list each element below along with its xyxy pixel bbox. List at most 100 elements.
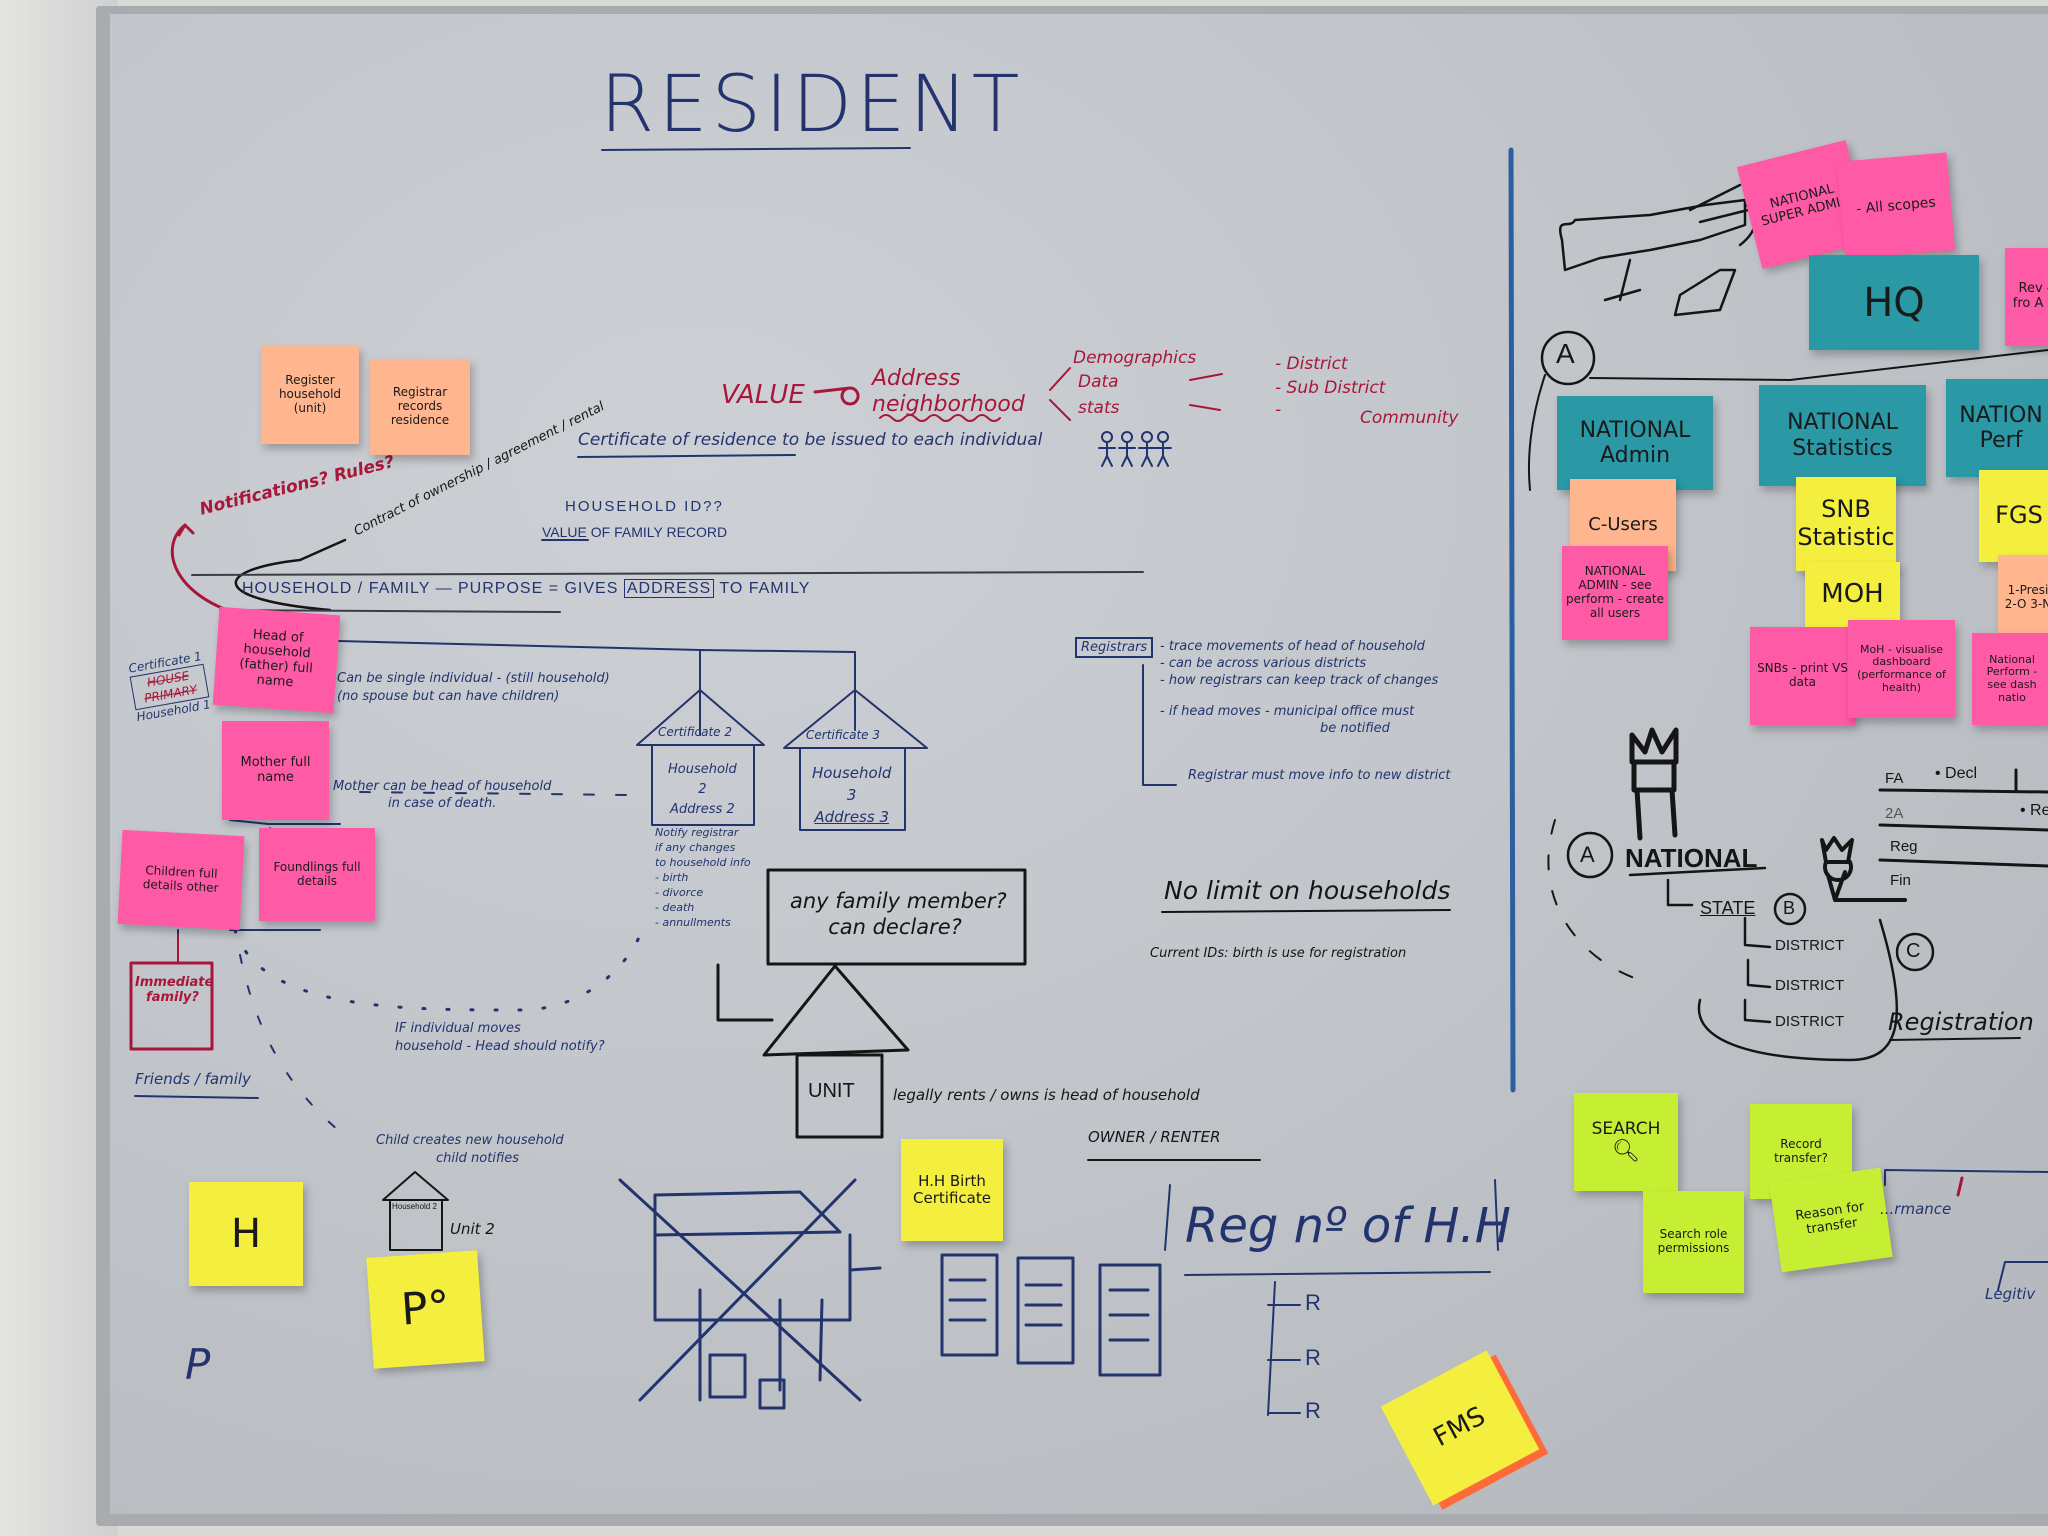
- sticky-h: H: [189, 1182, 303, 1286]
- note-line: Notify registrar: [655, 826, 739, 839]
- dashed-line: [359, 791, 631, 796]
- note-line: IF individual moves: [395, 1021, 521, 1036]
- value-label: VALUE: [721, 380, 805, 410]
- no-limit-underline: [1161, 909, 1451, 913]
- legitiv-text: Legitiv: [1985, 1285, 2036, 1303]
- note-line: - annullments: [655, 916, 731, 929]
- arrow-to-unit: [716, 963, 774, 1022]
- state-tree: [1666, 878, 1772, 1024]
- mother-head-note: Mother can be head of household in case …: [333, 778, 551, 812]
- reg-hh-label: Reg nº of H.H: [1185, 1198, 1511, 1254]
- national-label: NATIONAL: [1625, 843, 1758, 873]
- registrars-bracket: [1142, 664, 1177, 786]
- household-family-heading: HOUSEHOLD / FAMILY — PURPOSE = GIVES ADD…: [242, 579, 811, 598]
- unit-note: legally rents / owns is head of househol…: [893, 1086, 1200, 1104]
- circle-b: [1773, 892, 1807, 926]
- registrars-notes: - trace movements of head of household -…: [1160, 638, 1451, 784]
- national-underline: [1628, 866, 1767, 877]
- sticky-fgs: FGS: [1979, 470, 2048, 562]
- note-line: Child creates new household: [376, 1133, 564, 1148]
- small-house-unit: Unit 2: [450, 1220, 495, 1238]
- question-box: [766, 868, 1027, 966]
- registration-loop: [1697, 918, 1899, 1062]
- house-icon: [783, 689, 928, 831]
- document-icons: [940, 1253, 1162, 1377]
- unit-box: [795, 1053, 884, 1139]
- district-1: DISTRICT: [1775, 937, 1845, 954]
- note-line: Mother can be head of household: [333, 779, 552, 794]
- red-mark: [1956, 1176, 1964, 1197]
- single-individual-note: Can be single individual - (still househ…: [337, 670, 610, 706]
- house-3-cert: Certificate 3: [806, 728, 880, 742]
- table-fin: Fin: [1890, 872, 1911, 889]
- sticky-national-perf: NATION Perf: [1946, 379, 2048, 477]
- certificate-underline: [577, 454, 796, 458]
- house-2-content: Household 2 Address 2: [668, 760, 737, 820]
- note-line: (no spouse but can have children): [337, 689, 560, 704]
- registration-label: Registration: [1888, 1008, 2034, 1036]
- person-crown-icon: [1820, 836, 1907, 902]
- value-connector: [813, 386, 860, 406]
- house-number: 3: [846, 786, 857, 804]
- certificate-note: Certificate of residence to be issued to…: [578, 430, 1043, 450]
- circle-a: [1540, 330, 1596, 386]
- dash-label: -: [1275, 400, 1282, 420]
- note-line: in case of death.: [388, 796, 497, 811]
- neighborhood-label: neighborhood: [872, 392, 1025, 417]
- table-fa: FA: [1885, 770, 1904, 787]
- b-label: B: [1783, 898, 1796, 918]
- note-line: Can be single individual - (still househ…: [337, 671, 610, 686]
- sticky-moh: MOH: [1805, 562, 1900, 627]
- data-label: Data: [1078, 372, 1119, 392]
- circle-c: [1895, 932, 1935, 972]
- title-underline: [601, 147, 911, 151]
- search-icon: 🔍︎: [1612, 1139, 1640, 1165]
- small-house-icon: [382, 1171, 449, 1251]
- sticky-p: P°: [366, 1250, 485, 1369]
- sticky-national-perf-note: National Perform - see dash natio: [1972, 633, 2048, 725]
- sticky-search-role-permissions: Search role permissions: [1643, 1191, 1744, 1293]
- stick-figures-icon: [1098, 431, 1172, 467]
- page-title: RESIDENT: [600, 60, 1024, 150]
- question-line: can declare?: [828, 915, 962, 939]
- note-line: - death: [655, 901, 695, 914]
- contract-arrow: [234, 538, 347, 612]
- friends-family-label: Friends / family: [135, 1070, 251, 1088]
- sticky-rev: Rev - fro A N: [2005, 248, 2048, 346]
- dotted-curve: [233, 928, 642, 1012]
- certificate-household-label: Certificate 1 HOUSE PRIMARY Household 1: [127, 649, 212, 725]
- sticky-hq: HQ: [1809, 255, 1979, 350]
- bracket-lines: [1049, 367, 1223, 421]
- household-family-text: HOUSEHOLD / FAMILY — PURPOSE = GIVES: [242, 580, 619, 597]
- sticky-hh-birth-certificate: H.H Birth Certificate: [901, 1139, 1003, 1241]
- performance-text: ...rmance: [1880, 1200, 1952, 1218]
- neighborhood-squiggle: [879, 414, 1001, 422]
- note-line: child notifies: [436, 1151, 520, 1166]
- registrars-item: - how registrars can keep track of chang…: [1160, 673, 1439, 688]
- demographics-label: Demographics: [1073, 348, 1197, 368]
- table-2a: 2A: [1885, 805, 1904, 822]
- note-line: - divorce: [655, 886, 704, 899]
- note-line: if any changes: [655, 841, 736, 854]
- registrars-box: Registrars: [1075, 637, 1154, 658]
- divider-line: [1508, 147, 1516, 1093]
- reg-r: R: [1305, 1345, 1321, 1370]
- individual-moves-note: IF individual moves household - Head sho…: [395, 1020, 605, 1056]
- sticky-snbs-note: SNBs - print VS data: [1750, 627, 1855, 725]
- table-re: • Re: [2020, 802, 2048, 819]
- sticky-national-statistics: NATIONAL Statistics: [1759, 385, 1926, 486]
- note-line: to household info: [655, 856, 751, 869]
- search-label: SEARCH: [1591, 1118, 1661, 1139]
- address-label: Address: [872, 366, 961, 391]
- sticky-mother: Mother full name: [222, 721, 329, 820]
- sticky-moh-note: MoH - visualise dashboard (performance o…: [1848, 620, 1955, 718]
- reg-r: R: [1305, 1398, 1321, 1423]
- child-new-household-note: Child creates new household child notifi…: [376, 1132, 564, 1168]
- small-house-household: Household 2: [392, 1202, 437, 1211]
- sticky-snb: SNB Statistic: [1796, 477, 1896, 571]
- household-id-note: HOUSEHOLD ID??: [565, 498, 724, 515]
- to-family-text: TO FAMILY: [719, 580, 811, 597]
- registrars-item: be notified: [1320, 721, 1390, 736]
- house-icon: [636, 689, 765, 826]
- house-2-cert: Certificate 2: [658, 725, 732, 739]
